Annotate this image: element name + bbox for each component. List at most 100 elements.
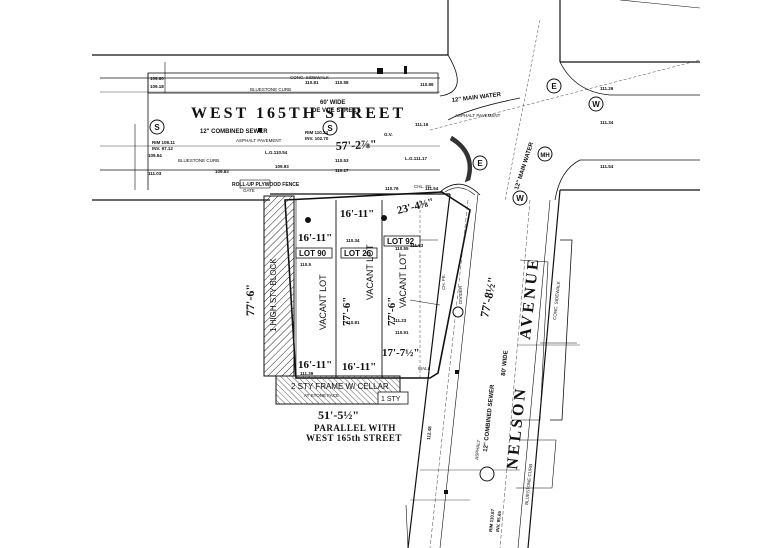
dim-west-side: 77'-6"	[243, 284, 257, 316]
dim-corner: 23'-4⅜"	[396, 196, 435, 217]
manhole-e-1	[546, 78, 562, 94]
combined-sewer-w: 12" COMBINED SEWER	[200, 129, 268, 135]
west-building	[263, 195, 295, 377]
main-water-h: 12" MAIN WATER	[452, 92, 502, 104]
svg-text:110.5: 110.5	[300, 262, 312, 267]
dim-lot26-front: 16'-11"	[340, 208, 374, 220]
svg-text:110.76: 110.76	[385, 186, 399, 191]
street-name-w165: WEST 165TH STREET	[191, 105, 406, 122]
vacant-lot-90: VACANT LOT	[318, 274, 328, 330]
gate-label: GATE	[243, 188, 255, 193]
svg-text:S: S	[327, 124, 333, 133]
one-sty-label: 1 STY	[381, 396, 401, 403]
svg-text:110.58: 110.58	[335, 80, 349, 85]
bluestone-curb-1: BLUESTONE CURB	[250, 87, 291, 92]
bluestone-curb-3: BLUESTONE CURB	[524, 464, 533, 505]
wall-label: WALL	[418, 366, 431, 371]
manhole-s-1	[149, 119, 165, 135]
dim-rear-total: 51'-5½"	[318, 408, 359, 422]
dim-lot90-front: 16'-11"	[298, 232, 332, 244]
survey-marks	[258, 66, 459, 494]
svg-text:110.55: 110.55	[395, 246, 409, 251]
svg-text:111.54: 111.54	[600, 164, 614, 169]
dim-nelson-front: 77'-8½"	[477, 276, 499, 319]
svg-text:INV. 102.70: INV. 102.70	[305, 136, 329, 141]
asphalt-w: ASPHALT PAVEMENT	[236, 138, 282, 143]
manhole-mh	[537, 146, 553, 162]
dim-front-w165: 57'-2⅞"	[335, 137, 377, 153]
lot-90-label: LOT 90	[299, 249, 327, 258]
svg-text:S: S	[154, 123, 160, 132]
manhole-letters: S S E E W MH W	[154, 82, 600, 203]
svg-text:111.03: 111.03	[148, 171, 162, 176]
svg-text:E: E	[477, 159, 483, 168]
svg-text:110.17: 110.17	[335, 168, 349, 173]
bluestone-curb-2: BLUESTONE CURB	[178, 158, 219, 163]
street-name-nelson: NELSON	[504, 385, 530, 470]
west-block-label: 1 HIGH STY BLOCK	[269, 258, 278, 332]
ch-fe-label: CH. FE.	[441, 274, 446, 290]
svg-text:110.81: 110.81	[346, 320, 360, 325]
dim-lot92-rear: 17'-7½"	[382, 347, 420, 359]
svg-text:109.60: 109.60	[150, 76, 164, 81]
svg-text:111.16: 111.16	[415, 122, 429, 127]
dim-lot90-depth: 77'-6"	[341, 297, 353, 326]
chain-link-label: CHL. FE.	[414, 184, 433, 189]
svg-text:111.54: 111.54	[425, 186, 439, 191]
parallel-line1: PARALLEL WITH	[314, 423, 396, 433]
south-frame-label: 2 STY FRAME W/ CELLAR	[291, 382, 389, 391]
svg-text:110.53: 110.53	[335, 158, 349, 163]
svg-text:109.18: 109.18	[150, 84, 164, 89]
south-building	[275, 375, 401, 405]
dim-lot26-rear: 16'-11"	[342, 361, 376, 373]
svg-text:INV. 95.65: INV. 95.65	[495, 510, 502, 532]
svg-text:109.83: 109.83	[215, 169, 229, 174]
wide-60-label: 60' WIDE	[320, 100, 345, 106]
lot-26-label: LOT 26	[344, 249, 372, 258]
svg-text:G.V.: G.V.	[384, 132, 393, 137]
asphalt-nelson: ASPHALT	[474, 439, 481, 460]
vacant-lot-26: VACANT LOT	[365, 244, 375, 300]
gate-arc	[439, 135, 481, 196]
dim-lot26-depth: 77'-6"	[386, 297, 398, 326]
svg-text:W: W	[592, 100, 600, 109]
svg-text:W: W	[516, 194, 524, 203]
south-note-label: AT STONE FACE	[304, 393, 339, 398]
manhole-w-1	[588, 96, 604, 112]
divider-label: DIVIDER	[458, 285, 463, 304]
lot-92-label: LOT 92	[387, 237, 415, 246]
svg-text:L.G.110.54: L.G.110.54	[265, 150, 288, 155]
one-sty-building	[377, 391, 409, 405]
svg-text:E: E	[551, 82, 557, 91]
parallel-line2: WEST 165th STREET	[306, 433, 402, 443]
main-water-v: 12" MAIN WATER	[514, 141, 535, 190]
elevation-labels: RIM 108.11 INV. 97.12 RIM 110.24 INV. 10…	[148, 76, 614, 532]
svg-text:111.34: 111.34	[600, 120, 614, 125]
asphalt-e: ASPHALT PAVEMENT	[455, 113, 501, 118]
conc-sidewalk-n: CONC. SIDEWALK	[290, 75, 329, 80]
vacant-lot-92: VACANT LOT	[398, 252, 408, 308]
manhole-e-2	[472, 155, 488, 171]
street-lines	[92, 0, 701, 548]
svg-text:110.86: 110.86	[420, 82, 434, 87]
manholes	[149, 78, 604, 482]
svg-text:112.48: 112.48	[426, 426, 432, 440]
de-voe-label: DE VOE STREET	[312, 108, 360, 114]
svg-text:RIM 108.11: RIM 108.11	[152, 140, 176, 145]
manhole-s-3	[479, 466, 495, 482]
svg-text:111.23: 111.23	[393, 318, 407, 323]
svg-text:INV. 97.12: INV. 97.12	[152, 146, 173, 151]
svg-text:109.93: 109.93	[275, 164, 289, 169]
svg-text:111.26: 111.26	[600, 86, 614, 91]
svg-text:109.54: 109.54	[148, 153, 162, 158]
svg-text:111.39: 111.39	[300, 371, 314, 376]
svg-text:RIM 110.67: RIM 110.67	[488, 508, 495, 532]
svg-text:110.91: 110.91	[395, 330, 409, 335]
street-name-avenue: AVENUE	[517, 256, 543, 341]
manhole-w-2	[512, 190, 528, 206]
svg-text:111.53: 111.53	[410, 243, 424, 248]
wide-80-label: 80' WIDE	[501, 350, 510, 376]
combined-sewer-nelson: 12" COMBINED SEWER	[483, 384, 496, 452]
